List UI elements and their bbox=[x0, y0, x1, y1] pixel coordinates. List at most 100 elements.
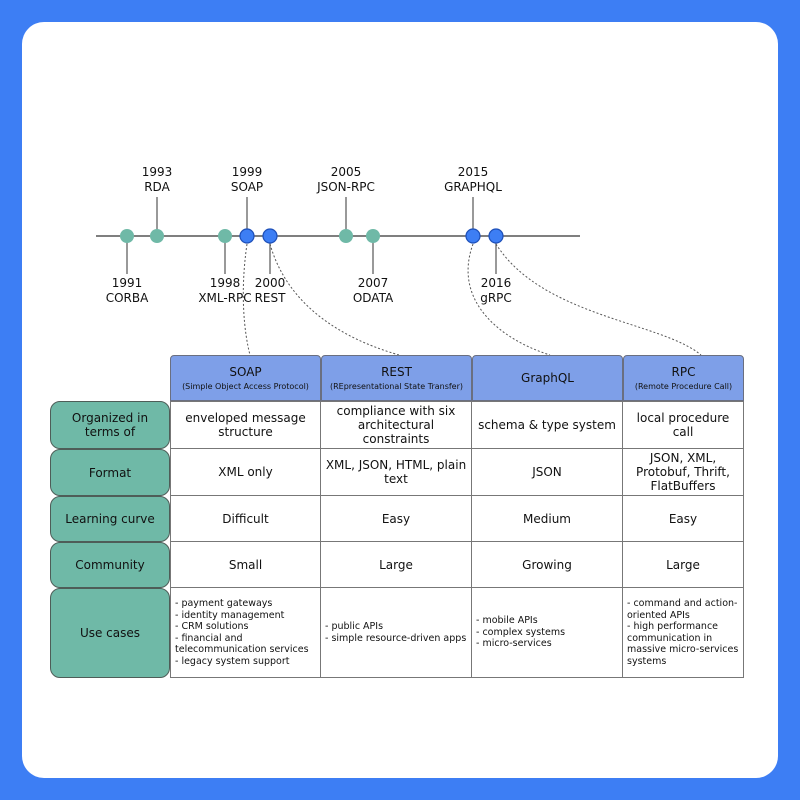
corner-cell bbox=[50, 355, 170, 401]
timeline-year: 2015 bbox=[457, 165, 489, 179]
use-case-item: identity management bbox=[175, 610, 316, 622]
timeline-name: ODATA bbox=[352, 291, 394, 305]
table-cell: Growing bbox=[472, 542, 623, 588]
row-label: Organized in terms of bbox=[50, 401, 170, 449]
timeline-dot-graphql bbox=[465, 228, 481, 244]
timeline-name: GRAPHQL bbox=[444, 180, 502, 194]
table-cell: Small bbox=[170, 542, 321, 588]
table-cell: JSON bbox=[472, 449, 623, 496]
timeline-name: gRPC bbox=[480, 291, 512, 305]
column-title: SOAP bbox=[229, 365, 262, 379]
table-cell: Easy bbox=[623, 496, 744, 542]
timeline-dot-xml-rpc bbox=[218, 229, 232, 243]
row-community: Community Small Large Growing Large bbox=[50, 542, 744, 588]
column-title: REST bbox=[381, 365, 412, 379]
timeline-dot-soap bbox=[239, 228, 255, 244]
row-label: Learning curve bbox=[50, 496, 170, 542]
column-subtitle: (Simple Object Access Protocol) bbox=[182, 382, 309, 391]
column-header-rest: REST (REpresentational State Transfer) bbox=[321, 355, 472, 401]
row-learning-curve: Learning curve Difficult Easy Medium Eas… bbox=[50, 496, 744, 542]
use-case-item: micro-services bbox=[476, 638, 618, 650]
use-case-cell: command and action-oriented APIshigh per… bbox=[623, 588, 744, 678]
timeline-dot-odata bbox=[366, 229, 380, 243]
timeline-year: 1998 bbox=[209, 276, 241, 290]
column-header-graphql: GraphQL bbox=[472, 355, 623, 401]
column-title: GraphQL bbox=[521, 371, 574, 385]
use-case-item: legacy system support bbox=[175, 656, 316, 668]
use-case-list: public APIssimple resource-driven apps bbox=[325, 621, 467, 644]
timeline-name: SOAP bbox=[230, 180, 264, 194]
timeline-name: REST bbox=[254, 291, 286, 305]
timeline-year: 2005 bbox=[330, 165, 362, 179]
table-cell: Large bbox=[623, 542, 744, 588]
table-cell: local procedure call bbox=[623, 401, 744, 449]
use-case-item: complex systems bbox=[476, 627, 618, 639]
timeline-dot-json-rpc bbox=[339, 229, 353, 243]
timeline-name: CORBA bbox=[105, 291, 149, 305]
use-case-item: public APIs bbox=[325, 621, 467, 633]
timeline-year: 1999 bbox=[231, 165, 263, 179]
row-label: Community bbox=[50, 542, 170, 588]
row-label: Use cases bbox=[50, 588, 170, 678]
timeline-year: 2016 bbox=[480, 276, 512, 290]
row-format: Format XML only XML, JSON, HTML, plain t… bbox=[50, 449, 744, 496]
use-case-item: CRM solutions bbox=[175, 621, 316, 633]
column-header-soap: SOAP (Simple Object Access Protocol) bbox=[170, 355, 321, 401]
use-case-list: mobile APIscomplex systemsmicro-services bbox=[476, 615, 618, 650]
row-organized: Organized in terms of enveloped message … bbox=[50, 401, 744, 449]
table-cell: JSON, XML, Protobuf, Thrift, FlatBuffers bbox=[623, 449, 744, 496]
use-case-item: simple resource-driven apps bbox=[325, 633, 467, 645]
use-case-item: payment gateways bbox=[175, 598, 316, 610]
use-case-list: command and action-oriented APIshigh per… bbox=[627, 598, 739, 667]
table-cell: Difficult bbox=[170, 496, 321, 542]
table-cell: XML, JSON, HTML, plain text bbox=[321, 449, 472, 496]
table-cell: Medium bbox=[472, 496, 623, 542]
timeline-year: 1991 bbox=[111, 276, 143, 290]
row-label: Format bbox=[50, 449, 170, 496]
timeline-dot-corba bbox=[120, 229, 134, 243]
timeline bbox=[96, 197, 702, 356]
table-cell: Large bbox=[321, 542, 472, 588]
table-cell: enveloped message structure bbox=[170, 401, 321, 449]
use-case-item: mobile APIs bbox=[476, 615, 618, 627]
timeline-year: 1993 bbox=[141, 165, 173, 179]
timeline-year: 2000 bbox=[254, 276, 286, 290]
column-header-row: SOAP (Simple Object Access Protocol) RES… bbox=[50, 355, 744, 401]
use-case-item: financial and telecommunication services bbox=[175, 633, 316, 656]
column-header-rpc: RPC (Remote Procedure Call) bbox=[623, 355, 744, 401]
table-cell: XML only bbox=[170, 449, 321, 496]
use-case-item: command and action-oriented APIs bbox=[627, 598, 739, 621]
column-subtitle: (REpresentational State Transfer) bbox=[329, 382, 464, 391]
connector-soap bbox=[242, 243, 251, 356]
use-case-cell: mobile APIscomplex systemsmicro-services bbox=[472, 588, 623, 678]
use-case-list: payment gatewaysidentity managementCRM s… bbox=[175, 598, 316, 667]
use-case-cell: payment gatewaysidentity managementCRM s… bbox=[170, 588, 321, 678]
timeline-dot-grpc bbox=[488, 228, 504, 244]
column-title: RPC bbox=[671, 365, 696, 379]
timeline-name: XML-RPC bbox=[198, 291, 252, 305]
timeline-name: RDA bbox=[144, 180, 170, 194]
use-case-item: high performance communication in massiv… bbox=[627, 621, 739, 667]
connector-rest bbox=[269, 243, 400, 356]
connector-graphql bbox=[467, 243, 551, 356]
timeline-name: JSON-RPC bbox=[317, 180, 375, 194]
column-subtitle: (Remote Procedure Call) bbox=[634, 382, 733, 391]
table-cell: Easy bbox=[321, 496, 472, 542]
use-case-cell: public APIssimple resource-driven apps bbox=[321, 588, 472, 678]
timeline-year: 2007 bbox=[357, 276, 389, 290]
table-cell: compliance with six architectural constr… bbox=[321, 401, 472, 449]
table-cell: schema & type system bbox=[472, 401, 623, 449]
timeline-dot-rda bbox=[150, 229, 164, 243]
comparison-table: SOAP (Simple Object Access Protocol) RES… bbox=[50, 355, 744, 678]
connector-rpc bbox=[495, 243, 702, 356]
